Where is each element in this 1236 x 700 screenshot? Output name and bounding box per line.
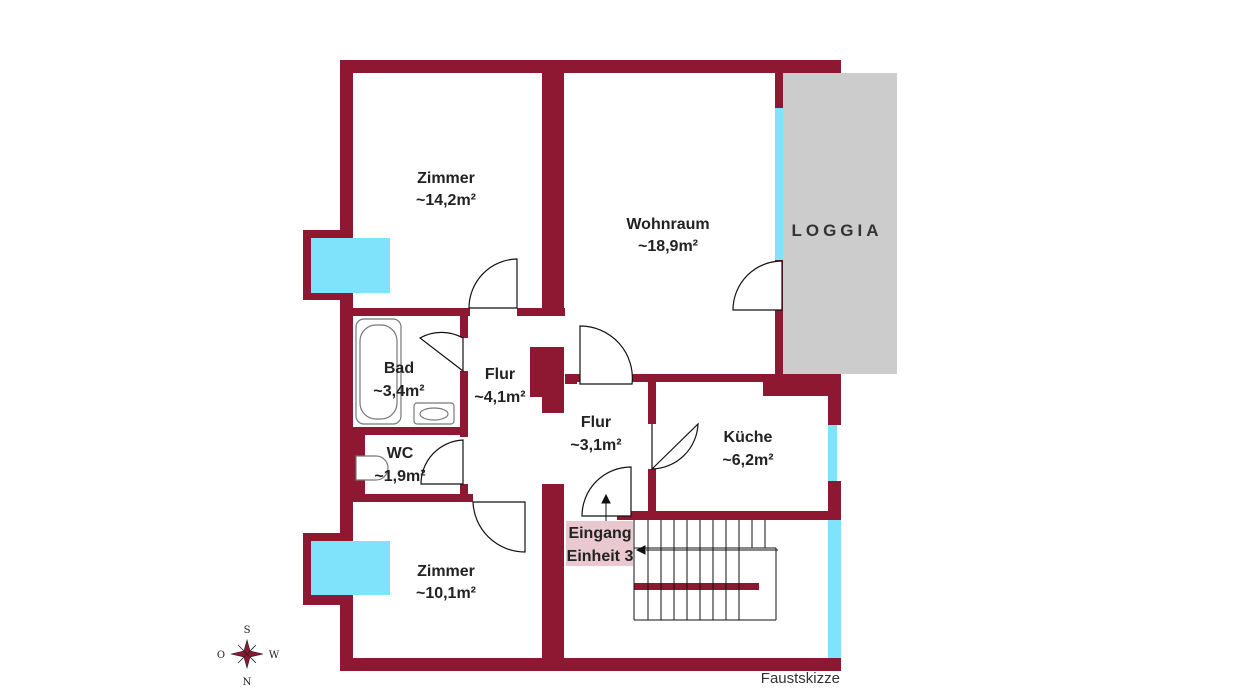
room-loggia-name: LOGGIA [791,221,882,240]
entrance-label-line2: Einheit 3 [567,548,634,565]
door-kueche [651,422,699,471]
window-stair [828,520,841,658]
room-zimmer-top-name: Zimmer [417,170,475,187]
loggia-area [782,73,897,374]
room-zimmer-bottom-name: Zimmer [417,563,475,580]
room-wohnraum-area: ~18,9m² [638,238,698,255]
compass-letter-right: W [269,650,280,661]
door-swings [418,258,783,553]
walls [303,60,841,671]
window-zimmer-top [311,238,390,293]
sanitary-fixtures [355,318,455,481]
windows [311,108,841,658]
door-zimmer-top [468,258,518,309]
room-flur-left-name: Flur [485,366,515,383]
room-wohnraum-name: Wohnraum [626,216,709,233]
compass-letter-left: O [217,650,225,661]
room-bad-area: ~3,4m² [373,383,424,400]
window-zimmer-bottom [311,541,390,595]
room-zimmer-bottom-area: ~10,1m² [416,585,476,602]
door-wohnraum-loggia [732,260,783,311]
room-flur-center-name: Flur [581,414,611,431]
compass-letter-top: S [244,625,251,636]
staircase [633,520,777,621]
room-kueche-name: Küche [724,429,773,446]
door-zimmer-bottom [472,501,526,553]
door-entrance [581,466,632,517]
door-bad [418,331,464,373]
room-kueche-area: ~6,2m² [722,452,773,469]
window-kueche [828,425,837,481]
room-flur-left-area: ~4,1m² [474,389,525,406]
room-wc-name: WC [387,445,414,462]
entrance-arrows [601,493,778,555]
entrance-label-line1: Eingang [568,525,631,542]
toilet [355,455,389,481]
room-zimmer-top-area: ~14,2m² [416,192,476,209]
room-flur-center-area: ~3,1m² [570,437,621,454]
door-wohnraum [579,325,633,385]
compass-letter-bottom: N [243,677,252,688]
room-bad-name: Bad [384,360,414,377]
door-wc [420,439,464,485]
compass-rose: S O W N [217,625,280,688]
window-wohnraum [775,108,783,260]
room-wc-area: ~1,9m² [374,468,425,485]
entrance-label-bg [566,521,633,566]
caption: Faustskizze [760,670,840,687]
